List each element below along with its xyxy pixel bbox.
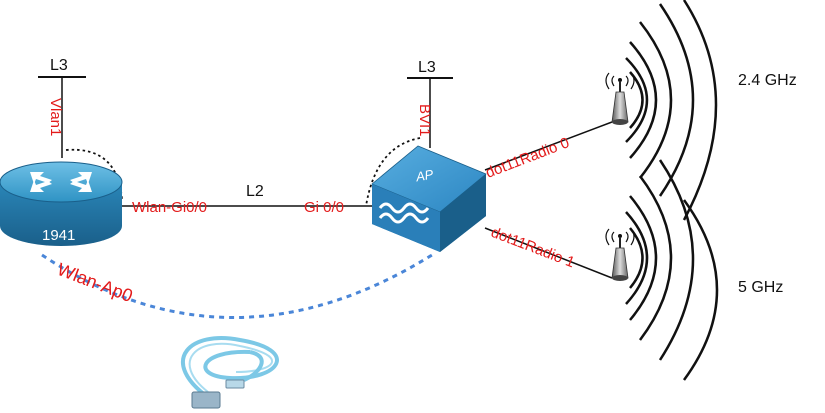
router-icon[interactable] bbox=[0, 161, 123, 246]
band-5ghz-label: 5 GHz bbox=[738, 279, 783, 296]
ap-bvi-label: BVI1 bbox=[416, 104, 433, 137]
radio0-signal-waves bbox=[625, 0, 718, 221]
band-2-4ghz-label: 2.4 GHz bbox=[738, 72, 797, 89]
radio1-signal-waves bbox=[625, 159, 719, 381]
radio1-line bbox=[484, 227, 613, 279]
router-port-label: Wlan-Gi0/0 bbox=[132, 199, 207, 216]
ap-l3-label: L3 bbox=[418, 59, 436, 76]
links bbox=[38, 76, 613, 319]
radio1-label: dot11Radio 1 bbox=[489, 224, 577, 271]
ap-label: AP bbox=[414, 166, 435, 184]
console-link-dashed-line bbox=[41, 253, 433, 319]
console-link-label: Wlan-Ap0 bbox=[55, 259, 136, 306]
radio0-line bbox=[484, 121, 613, 171]
router-model-label: 1941 bbox=[42, 227, 75, 244]
console-cable-icon bbox=[181, 336, 279, 409]
router-arrows-icon bbox=[30, 172, 92, 192]
l2-label: L2 bbox=[246, 183, 264, 200]
router-svi-label: Vlan1 bbox=[47, 98, 64, 136]
ap-wave-icon bbox=[378, 202, 430, 214]
ap-port-label: Gi 0/0 bbox=[304, 199, 344, 216]
access-point-icon[interactable] bbox=[371, 145, 487, 252]
antenna-icon bbox=[605, 228, 635, 281]
antenna-icon bbox=[605, 72, 635, 125]
router-l3-label: L3 bbox=[50, 57, 68, 74]
radio0-label: dot11Radio 0 bbox=[483, 134, 571, 181]
